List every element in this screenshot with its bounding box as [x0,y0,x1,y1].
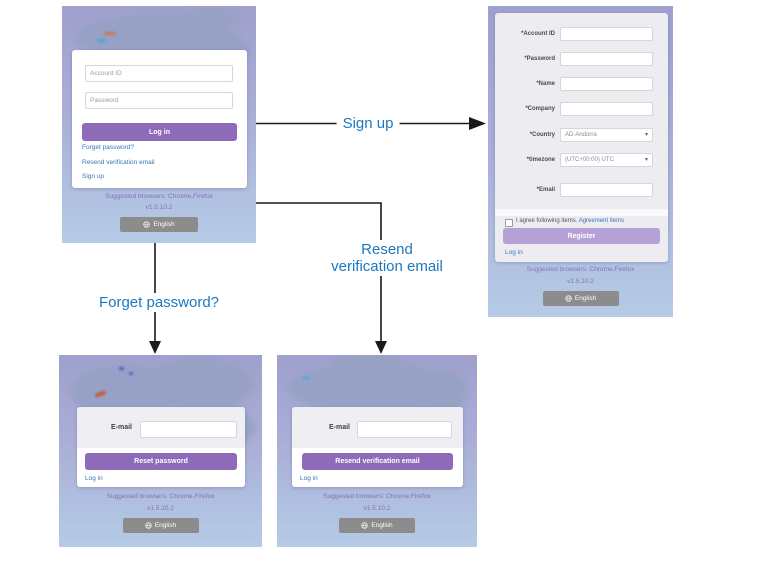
resend-edge-label-line1: Resend [361,241,413,258]
sign-up-link[interactable]: Sign up [82,173,105,180]
suggested-browsers-text: Suggested browsers: Chrome,Firefox [526,266,635,273]
suggested-browsers-text: Suggested browsers: Chrome,Firefox [106,493,215,500]
logo-color-speck [104,32,116,35]
log-in-link[interactable]: Log in [300,475,318,482]
password-label: *Password [524,56,555,62]
forget-password-link[interactable]: Forget password? [82,144,135,151]
login-card: Log in Forget password? Resend verificat… [72,50,247,188]
agree-text-label: I agree following items. [516,218,578,224]
account-id-label: *Account ID [520,31,555,37]
register-button[interactable]: Register [503,228,660,244]
logo-color-speck [119,367,124,370]
register-screen: *Account ID *Password *Name *Company *Co… [488,6,673,317]
account-id-input[interactable] [85,65,233,82]
log-in-button[interactable]: Log in [82,123,237,141]
login-screen: Log in Forget password? Resend verificat… [62,6,256,243]
language-button-label: English [574,295,597,302]
name-input[interactable] [560,77,653,91]
resend-card: E-mail Resend verification email Log in [292,407,463,487]
email-input[interactable] [560,183,653,197]
email-input[interactable] [357,421,452,438]
language-button[interactable]: English [120,217,198,232]
sign-up-edge-label: Sign up [336,114,400,133]
resend-verification-screen: E-mail Resend verification email Log in … [277,355,477,547]
version-text: v1.5.10.2 [147,505,174,512]
timezone-select-value: (UTC+00:00) UTC [565,157,614,163]
arrowhead-right-icon [469,117,486,130]
register-card: *Account ID *Password *Name *Company *Co… [495,13,668,262]
resend-verification-button[interactable]: Resend verification email [302,453,453,470]
globe-icon [145,522,152,529]
version-text: v1.5.10.2 [567,278,594,285]
logo-color-speck [302,377,310,379]
dropdown-caret-icon: ▾ [644,157,648,163]
name-label: *Name [536,81,555,87]
suggested-browsers-text: Suggested browsers: Chrome,Firefox [105,193,213,200]
language-button-label: English [154,522,177,529]
country-label: *Country [529,132,555,138]
reset-password-screen: E-mail Reset password Log in Suggested b… [59,355,262,547]
agree-checkbox[interactable] [505,219,513,227]
agree-text: I agree following items. Agreement items [516,218,624,224]
reset-card: E-mail Reset password Log in [77,407,245,487]
language-button-label: English [153,221,175,228]
log-in-link[interactable]: Log in [85,475,103,482]
resend-verification-edge-label: Resend verification email [325,240,449,276]
reset-password-button[interactable]: Reset password [85,453,237,470]
suggested-browsers-text: Suggested browsers: Chrome,Firefox [323,493,431,500]
resend-verification-link[interactable]: Resend verification email [82,159,155,166]
dropdown-caret-icon: ▾ [644,132,648,138]
timezone-label: *timezone [526,157,555,163]
account-id-input[interactable] [560,27,653,41]
language-button[interactable]: English [122,518,199,533]
globe-icon [143,221,150,228]
log-in-link[interactable]: Log in [505,249,523,256]
section-divider [495,209,668,216]
resend-edge-label-line2: verification email [331,258,443,275]
logo-color-speck [129,372,133,375]
email-label: E-mail [110,424,132,431]
password-input[interactable] [560,52,653,66]
company-input[interactable] [560,102,653,116]
logo-color-speck [97,39,106,42]
password-input[interactable] [85,92,233,109]
language-button-label: English [371,522,393,529]
language-button[interactable]: English [339,518,415,533]
country-select[interactable]: AD-Andorra ▾ [560,128,653,142]
language-button[interactable]: English [542,291,619,306]
redacted-logo-blur [425,371,467,411]
company-label: *Company [525,106,555,112]
globe-icon [565,295,572,302]
version-text: v1.5.10.2 [363,505,391,512]
forget-password-edge-label: Forget password? [92,293,226,312]
email-label: *Email [536,187,555,193]
agreement-items-link[interactable]: Agreement items [578,218,625,224]
version-text: v1.5.10.2 [145,204,173,211]
email-input[interactable] [140,421,237,438]
redacted-logo-blur [182,8,242,28]
arrowhead-down-icon [375,341,387,354]
email-label: E-mail [328,424,350,431]
arrowhead-down-icon [149,341,161,354]
globe-icon [361,522,368,529]
country-select-value: AD-Andorra [565,132,597,138]
timezone-select[interactable]: (UTC+00:00) UTC ▾ [560,153,653,167]
resend-verification-arrow [256,202,387,354]
redacted-logo-blur [332,355,402,369]
